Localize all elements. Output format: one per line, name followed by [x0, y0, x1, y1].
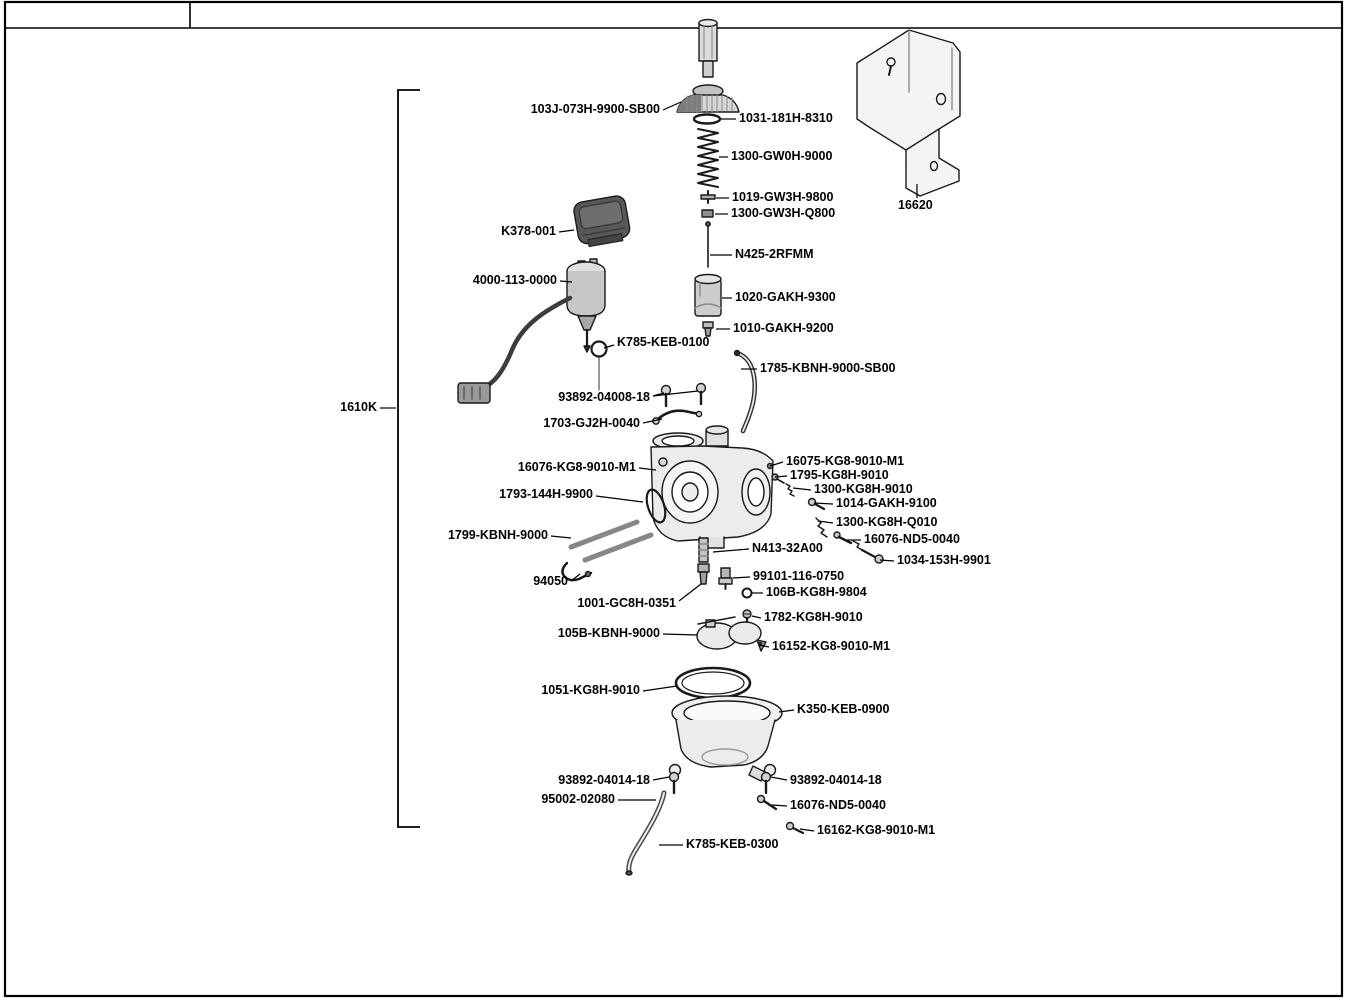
throttle-slide-part	[694, 273, 722, 317]
leader-line-16076-KG8-9010-M1	[638, 467, 657, 471]
float-part	[696, 616, 762, 650]
needle-jet-holder-part	[702, 321, 714, 337]
spring-seat-part	[700, 190, 716, 204]
leader-line-1703-GJ2H-0040	[642, 418, 663, 424]
leader-line-1793-144H-9900	[595, 495, 644, 503]
leader-line-N413-32A00	[712, 548, 750, 553]
drain-screws-part	[756, 794, 805, 835]
cap-oring-part	[692, 113, 722, 125]
mounting-studs-part	[568, 519, 654, 563]
leader-line-93892-04008-18	[652, 390, 699, 397]
cable-adjuster-part	[698, 18, 718, 78]
carb-top-cap-part	[676, 84, 740, 113]
group-bracket-1610K	[397, 89, 420, 828]
leader-line-105B-KBNH-9000	[662, 633, 698, 636]
main-jet-part	[718, 567, 733, 590]
leader-line-16152-KG8-9010-M1	[758, 644, 770, 648]
auto-choke-part	[457, 258, 606, 404]
leader-line-1799-KBNH-9000	[550, 535, 572, 539]
leader-line-1051-KG8H-9010	[642, 685, 678, 692]
leader-line-99101-116-0750	[732, 576, 751, 579]
leader-line-1782-KG8H-9010	[751, 615, 762, 619]
leader-line-1034-153H-9901	[879, 559, 895, 562]
cdi-unit-part	[573, 195, 631, 248]
leader-line-103J-073H-9900-SB00	[662, 101, 682, 111]
clamp-part	[561, 561, 593, 582]
leader-lines	[380, 101, 918, 846]
leader-line-93892-04014-18-right	[770, 776, 788, 781]
leader-line-1795-KG8H-9010	[774, 475, 788, 478]
leader-line-K785-KEB-0100	[603, 344, 615, 349]
leader-line-K378-001	[558, 229, 575, 233]
nozzle-and-slow-jet-part	[697, 537, 710, 585]
small-oring-part	[590, 340, 608, 391]
leader-line-94050	[570, 573, 581, 582]
flange-oring-part	[645, 488, 667, 524]
page-border	[3, 0, 1344, 998]
bracket-16620-part	[856, 29, 961, 197]
leader-line-1300-KG8H-9010	[792, 487, 812, 491]
throttle-spring-part	[697, 128, 719, 188]
drain-tube-part	[625, 790, 667, 876]
bowl-gasket-part	[674, 666, 752, 700]
leader-line-16076-ND5-0040-lower	[771, 804, 788, 807]
leader-line-1001-GC8H-0351	[678, 583, 702, 602]
washer-part	[741, 587, 753, 599]
jet-needle-part	[705, 221, 711, 268]
leader-line-4000-113-0000	[559, 280, 573, 283]
carburetor-body-part	[650, 425, 774, 549]
leader-line-16075-KG8-9010-M1	[769, 461, 784, 467]
float-bowl-part	[668, 695, 783, 782]
overflow-tube-part	[733, 349, 758, 434]
link-plate-part	[652, 409, 703, 425]
pilot-screw-set-part	[766, 462, 884, 564]
leader-line-16162-KG8-9010-M1	[799, 828, 815, 832]
leader-line-1300-KG8H-Q010	[817, 520, 834, 524]
leader-line-93892-04014-18-left	[652, 776, 670, 781]
needle-clip-part	[701, 209, 714, 218]
parts-drawing	[457, 18, 961, 876]
bowl-screws-part	[668, 771, 772, 795]
leader-line-K350-KEB-0900	[778, 709, 795, 713]
leader-line-1014-GAKH-9100	[813, 502, 834, 505]
